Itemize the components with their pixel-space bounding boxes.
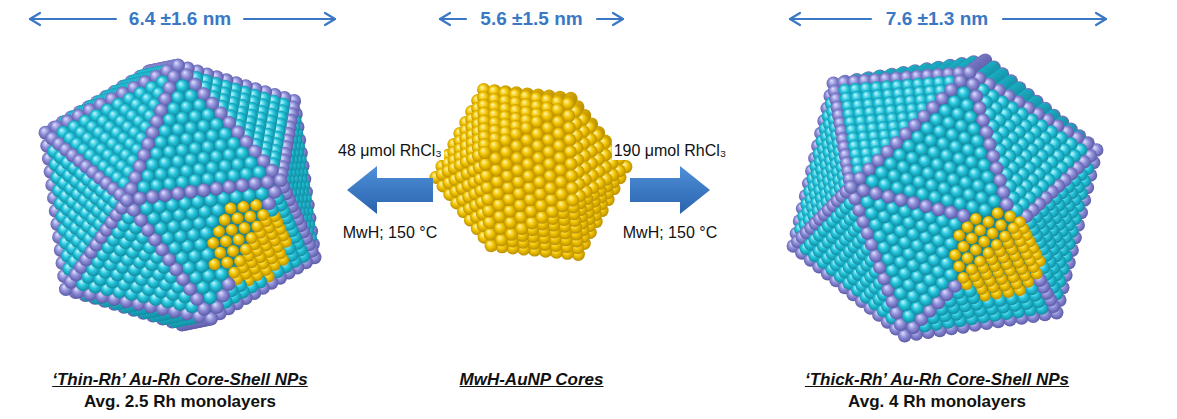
edge-atom bbox=[261, 175, 275, 189]
dimension-arrowhead bbox=[790, 13, 800, 25]
edge-atom bbox=[197, 183, 211, 197]
edge-atom bbox=[158, 188, 172, 202]
core-atom bbox=[228, 267, 240, 279]
edge-atom bbox=[248, 177, 262, 191]
core-atom bbox=[232, 212, 244, 224]
edge-atom bbox=[844, 180, 858, 194]
edge-atom bbox=[235, 178, 249, 192]
core-atom bbox=[240, 243, 252, 255]
core-atom bbox=[244, 211, 256, 223]
edge-atom bbox=[222, 180, 236, 194]
edge-atom bbox=[209, 182, 223, 196]
dimension-line bbox=[30, 18, 116, 20]
edge-atom bbox=[184, 185, 198, 199]
edge-atom bbox=[881, 190, 895, 204]
edge-atom bbox=[120, 193, 134, 207]
edge-atom bbox=[894, 193, 908, 207]
dimension-arrowhead bbox=[30, 13, 40, 25]
dimension-line bbox=[1003, 18, 1106, 20]
edge-atom bbox=[273, 173, 287, 187]
core-atom bbox=[974, 255, 986, 267]
dimension-arrowhead bbox=[1096, 13, 1106, 25]
dimension-line bbox=[440, 18, 466, 20]
edge-atom bbox=[171, 187, 185, 201]
core-atom bbox=[233, 234, 245, 246]
dimension-line bbox=[244, 18, 335, 20]
core-atom bbox=[214, 247, 226, 259]
dimension-arrowhead bbox=[613, 13, 623, 25]
particle-body bbox=[46, 66, 315, 325]
nanoparticle-illustration bbox=[430, 83, 633, 261]
core-atom bbox=[251, 220, 263, 232]
core-atom bbox=[991, 239, 1003, 251]
edge-atom bbox=[133, 191, 147, 205]
core-atom bbox=[970, 244, 982, 256]
core-atom bbox=[953, 261, 965, 273]
core-atom bbox=[220, 235, 232, 247]
edge-atom bbox=[145, 190, 159, 204]
dimension-line bbox=[597, 18, 623, 20]
dimension-arrowhead bbox=[325, 13, 335, 25]
core-atom bbox=[957, 241, 969, 253]
core-atom bbox=[227, 245, 239, 257]
core-atom bbox=[978, 236, 990, 248]
nanoparticle-illustration bbox=[39, 59, 322, 332]
edge-atom bbox=[869, 187, 883, 201]
dimension-line bbox=[790, 18, 871, 20]
particle-body bbox=[436, 90, 626, 255]
core-atom bbox=[234, 255, 246, 267]
core-atom bbox=[226, 224, 238, 236]
core-atom bbox=[257, 209, 269, 221]
core-atom bbox=[246, 232, 258, 244]
particle-body bbox=[793, 60, 1096, 335]
edge-atom bbox=[856, 183, 870, 197]
core-atom bbox=[221, 257, 233, 269]
dimension-arrowhead bbox=[440, 13, 450, 25]
edge-atom bbox=[566, 193, 579, 206]
nanoparticle-illustration bbox=[787, 54, 1104, 343]
core-atom bbox=[239, 222, 251, 234]
